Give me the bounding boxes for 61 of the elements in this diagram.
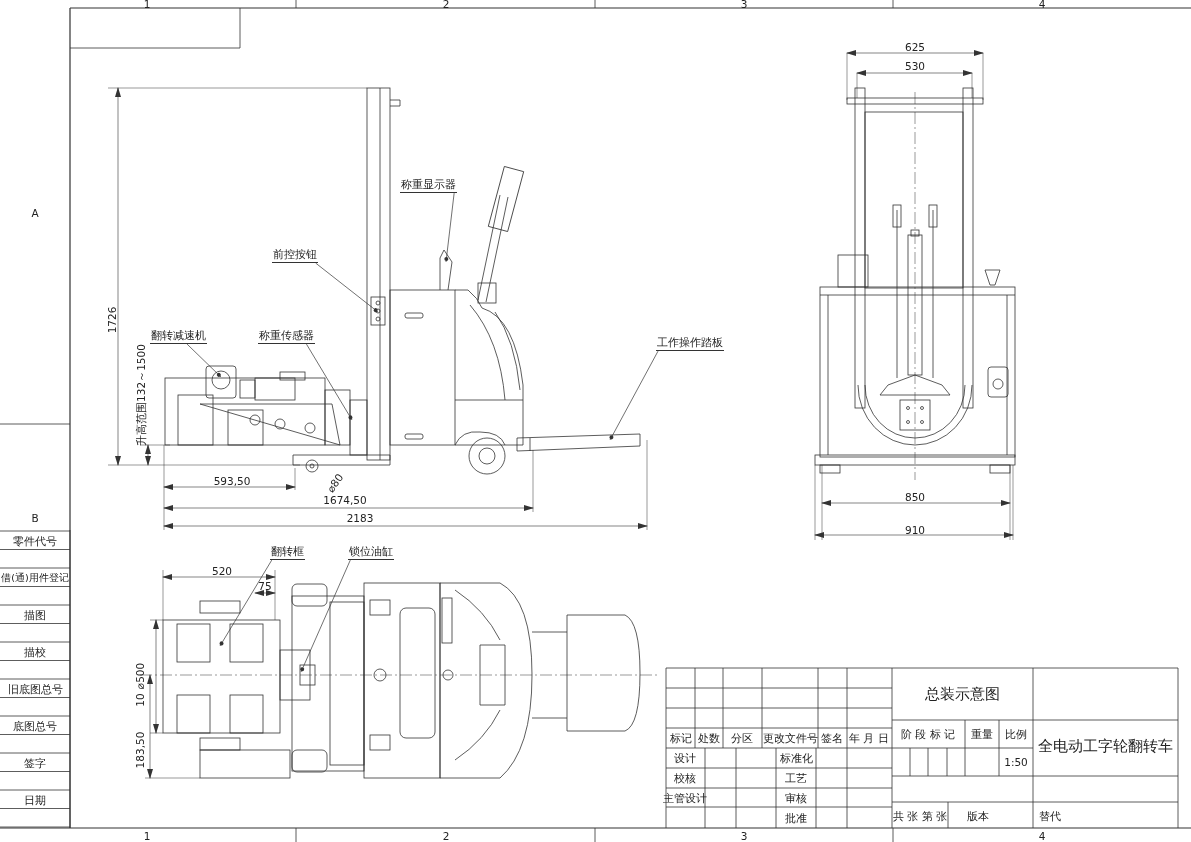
dimension-text: 183,50 — [134, 731, 146, 769]
title-block-label: 审核 — [785, 792, 807, 804]
record-field-label: 描图 — [24, 609, 46, 621]
title-block-label: 校核 — [674, 772, 696, 784]
title-block-label: 更改文件号 — [762, 732, 818, 744]
grid-label: 1 — [143, 830, 151, 842]
dimension-text: 10 — [134, 693, 146, 707]
callout-label: 翻转减速机 — [150, 330, 207, 345]
callout-label: 称重传感器 — [258, 330, 315, 345]
callout-label: 工作操作踏板 — [656, 337, 724, 352]
title-block-label: 版本 — [967, 810, 989, 822]
callout-label: 前控按钮 — [272, 249, 318, 264]
dimension-text: 75 — [258, 580, 272, 592]
callout-label: 称重显示器 — [400, 179, 457, 194]
dimension-text: 910 — [905, 524, 925, 536]
title-block-label: 重量 — [971, 728, 993, 740]
dimension-text: 升高范围132～1500 — [135, 344, 147, 446]
title-block-label: 阶 段 标 记 — [901, 728, 955, 740]
record-field-label: 日期 — [24, 794, 46, 806]
title-block-label: 1:50 — [1004, 756, 1028, 768]
dimension-text: ⌀500 — [134, 662, 146, 690]
dimension-text: 593,50 — [213, 475, 251, 487]
title-block-label: 批准 — [785, 812, 807, 824]
title-block-label: 标记 — [670, 732, 692, 744]
record-field-label: 旧底图总号 — [7, 683, 63, 695]
title-block-label: 处数 — [698, 732, 720, 744]
drawing-title: 总装示意图 — [924, 686, 1000, 702]
title-block-label: 主管设计 — [663, 792, 707, 804]
title-block-label: 替代 — [1039, 810, 1061, 822]
title-block-label: 设计 — [674, 752, 696, 764]
dimension-text: 530 — [905, 60, 925, 72]
title-block-label: 标准化 — [779, 752, 813, 764]
dimension-text: 850 — [905, 491, 925, 503]
title-block-label: 工艺 — [785, 772, 807, 784]
title-block-label: 共 张 第 张 — [893, 810, 947, 822]
product-name: 全电动工字轮翻转车 — [1037, 738, 1173, 754]
title-block-label: 比例 — [1005, 728, 1027, 740]
title-block-label: 年 月 日 — [849, 732, 889, 744]
title-block-label: 分区 — [731, 732, 753, 744]
title-block-label: 签名 — [821, 732, 843, 744]
record-field-label: 底图总号 — [13, 720, 57, 732]
dimension-text: 1726 — [106, 306, 118, 334]
dimension-text: 1674,50 — [323, 494, 367, 506]
grid-label: A — [31, 207, 39, 219]
record-field-label: 描校 — [24, 646, 46, 658]
record-field-label: 借(通)用件登记 — [1, 573, 69, 583]
record-field-label: 签字 — [24, 757, 46, 769]
dimension-text: 520 — [212, 565, 232, 577]
grid-label: 3 — [740, 0, 748, 10]
record-field-label: 零件代号 — [13, 535, 57, 547]
grid-label: 4 — [1038, 830, 1046, 842]
grid-label: 2 — [442, 0, 450, 10]
dimension-text: 625 — [905, 41, 925, 53]
grid-label: 2 — [442, 830, 450, 842]
grid-label: B — [31, 512, 39, 524]
grid-label: 4 — [1038, 0, 1046, 10]
callout-label: 翻转框 — [270, 546, 305, 561]
grid-label: 1 — [143, 0, 151, 10]
grid-label: 3 — [740, 830, 748, 842]
dimension-text: 2183 — [346, 512, 374, 524]
callout-label: 锁位油缸 — [348, 546, 394, 561]
